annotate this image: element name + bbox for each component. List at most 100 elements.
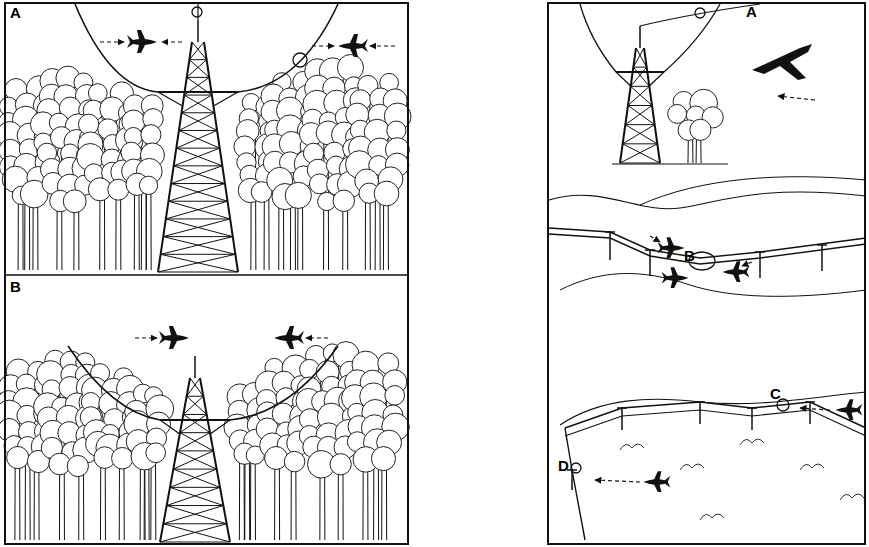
- panel-frame: [548, 3, 865, 544]
- tower-crossarm: [160, 419, 230, 421]
- collision-marker: [571, 463, 581, 473]
- tower-lattice: [189, 59, 206, 60]
- tower-lattice: [623, 143, 658, 144]
- pole-crossbar: [617, 407, 627, 409]
- tower-lattice: [167, 505, 224, 506]
- tower-lattice: [177, 433, 210, 451]
- tower-lattice: [160, 524, 227, 542]
- tree-canopy: [337, 55, 363, 81]
- pole-crossbar: [805, 401, 815, 403]
- tree-canopy: [284, 451, 304, 471]
- tower-crossarm: [158, 92, 183, 106]
- tree-canopy: [385, 386, 405, 406]
- tower-leg: [204, 42, 238, 272]
- tower-peak: [639, 26, 641, 48]
- flight-arrow: [370, 45, 395, 46]
- tower-lattice: [620, 163, 660, 164]
- pole: [751, 408, 753, 430]
- power-line: [664, 4, 720, 72]
- tower-lattice: [174, 165, 223, 166]
- tower-lattice: [166, 219, 233, 237]
- tower-lattice: [161, 254, 236, 255]
- tower-lattice: [158, 272, 238, 273]
- shrub: [700, 514, 724, 520]
- tree-canopy: [330, 454, 351, 475]
- pole: [699, 402, 701, 424]
- shrub: [800, 464, 824, 470]
- tower-lattice: [166, 218, 230, 219]
- tree-canopy: [63, 190, 86, 213]
- flight-arrow: [306, 337, 328, 338]
- tower-lattice: [183, 396, 203, 414]
- tower-lattice: [184, 95, 214, 113]
- tower-leg: [158, 42, 192, 272]
- tower-lattice: [163, 524, 230, 542]
- flight-arrow: [778, 96, 815, 100]
- tower-lattice: [189, 42, 204, 60]
- tower-lattice: [161, 237, 233, 255]
- tower-lattice: [179, 113, 215, 131]
- tree-canopy: [139, 176, 157, 194]
- bird-silhouette: [274, 326, 304, 349]
- panel-letter: A: [746, 4, 757, 20]
- tower-lattice: [625, 124, 654, 125]
- panel-letter: B: [684, 248, 695, 264]
- tower-lattice: [625, 106, 652, 125]
- bird-silhouette: [127, 30, 157, 53]
- tower-lattice: [174, 166, 225, 184]
- power-line: [565, 428, 585, 540]
- tower-lattice: [633, 48, 644, 67]
- tree-canopy: [141, 125, 161, 145]
- tower-lattice: [176, 148, 222, 166]
- tower-lattice: [625, 125, 657, 144]
- tower-lattice: [623, 144, 660, 163]
- tree-canopy: [78, 114, 98, 134]
- flight-arrow: [100, 41, 124, 42]
- tower-lattice: [171, 184, 227, 202]
- shrub: [840, 494, 864, 500]
- aircraft-silhouette: [752, 44, 812, 80]
- flight-arrow: [595, 480, 640, 482]
- tower-crossarm: [210, 420, 230, 434]
- tower-lattice: [158, 254, 235, 272]
- tower-lattice: [192, 42, 207, 60]
- tower-lattice: [163, 219, 230, 237]
- tower-lattice: [170, 487, 220, 488]
- panel-divider: [5, 274, 408, 276]
- tower-lattice: [180, 414, 207, 432]
- tower-lattice: [160, 542, 230, 543]
- power-line: [238, 4, 338, 92]
- tower-lattice: [163, 236, 233, 237]
- collision-marker: [293, 53, 307, 67]
- tower-lattice: [182, 112, 215, 113]
- tower-lattice: [631, 67, 647, 86]
- tree-canopy: [333, 190, 354, 211]
- panel-frame: [5, 3, 408, 544]
- panel-letter: C: [770, 386, 781, 402]
- ground-line: [612, 163, 728, 164]
- tower-lattice: [179, 130, 217, 131]
- illustration-group: [0, 3, 866, 544]
- tower-lattice: [189, 60, 209, 78]
- tower-lattice: [174, 148, 220, 166]
- pole-crossbar: [755, 251, 765, 253]
- tower-lattice: [180, 433, 213, 451]
- panel-letter: B: [10, 279, 21, 295]
- tower-lattice: [163, 506, 223, 524]
- power-line: [580, 4, 616, 72]
- tower-lattice: [171, 166, 222, 184]
- tower-lattice: [176, 130, 217, 148]
- tower-lattice: [171, 183, 225, 184]
- tree-canopy: [265, 447, 288, 470]
- power-line: [75, 4, 158, 92]
- tower-crossarm: [160, 420, 180, 434]
- pole: [809, 402, 811, 424]
- tree-canopy: [690, 119, 711, 140]
- power-line: [549, 192, 866, 209]
- tree-canopy: [371, 447, 395, 471]
- bird-silhouette: [662, 267, 689, 288]
- pole: [821, 245, 823, 271]
